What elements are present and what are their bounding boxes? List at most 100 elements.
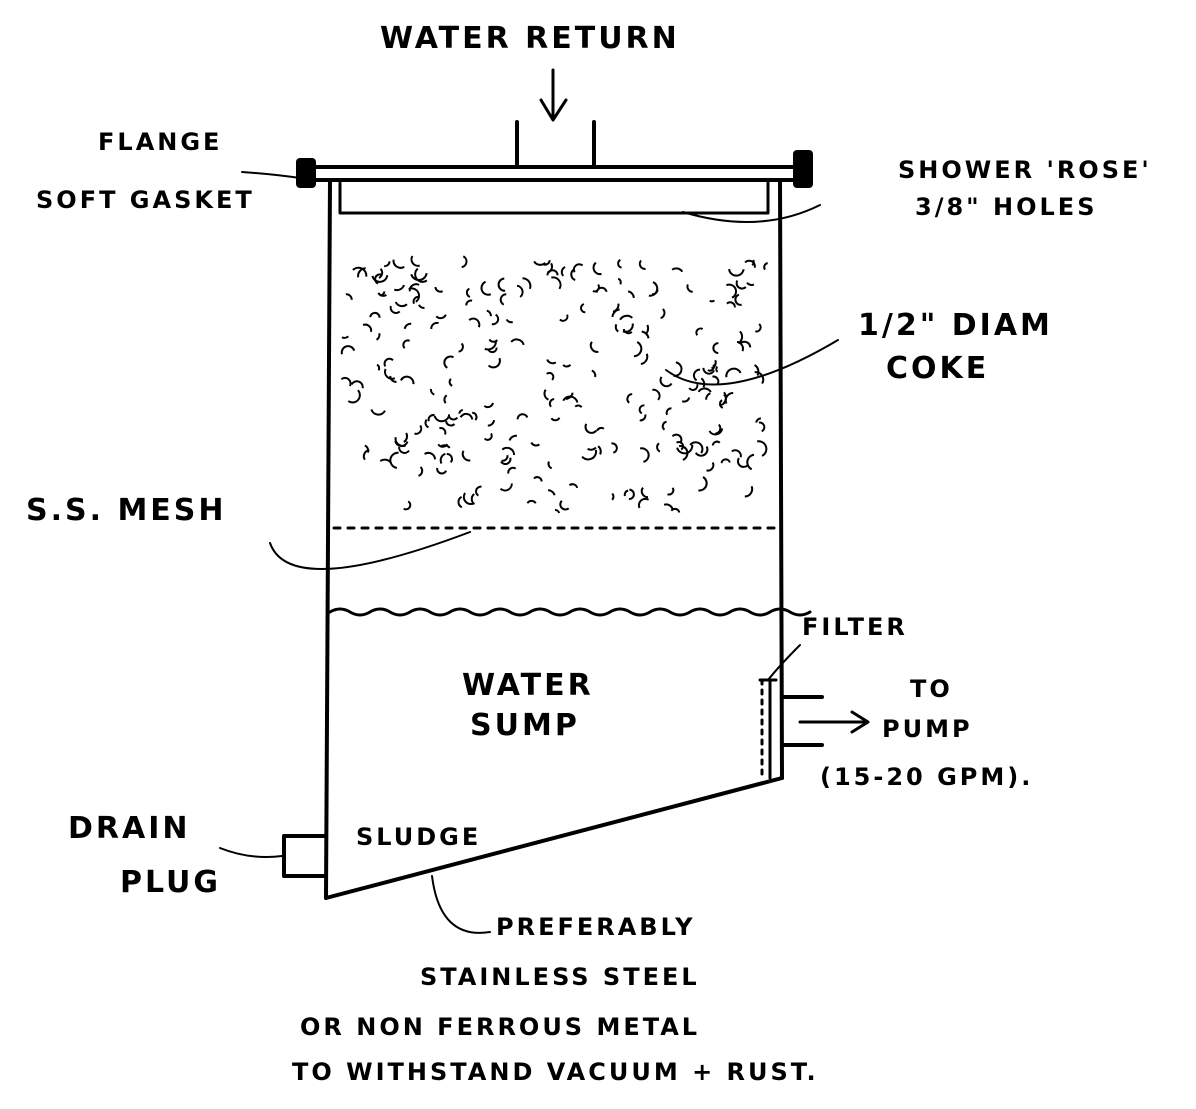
coke-pebble bbox=[554, 509, 561, 514]
coke-pebble bbox=[440, 444, 451, 449]
coke-pebble bbox=[484, 341, 497, 351]
drain-label: DRAIN bbox=[68, 811, 191, 846]
coke-pebble bbox=[627, 290, 635, 299]
coke-pebble bbox=[352, 266, 368, 277]
coke-pebble bbox=[389, 305, 401, 314]
coke-pebble bbox=[712, 342, 719, 355]
coke-pebble bbox=[371, 274, 389, 283]
left-bolt bbox=[296, 158, 316, 188]
coke-pebble bbox=[709, 299, 716, 303]
coke-pebble bbox=[619, 314, 633, 321]
coke-pebble bbox=[560, 266, 566, 277]
arrow-down-icon bbox=[539, 68, 568, 122]
coke-pebble bbox=[584, 423, 598, 434]
coke-pebble bbox=[551, 276, 562, 290]
note-line-3: OR NON FERROUS METAL bbox=[300, 1013, 700, 1041]
outlet-filter bbox=[758, 678, 824, 780]
coke-pebble bbox=[510, 338, 525, 346]
coke-pebble bbox=[399, 375, 415, 385]
coke-pebble bbox=[763, 262, 769, 271]
coke-pebble bbox=[465, 299, 473, 306]
coke-pebble bbox=[458, 409, 464, 414]
coke-pebble bbox=[435, 314, 447, 320]
coke-pebble bbox=[724, 391, 734, 404]
coke-pebble bbox=[508, 434, 518, 441]
arrow-right-icon bbox=[798, 710, 870, 734]
coke-pebble bbox=[694, 446, 709, 457]
coke-size-label: 1/2" DIAM bbox=[858, 308, 1053, 343]
coke-pebble bbox=[706, 462, 715, 472]
coke-pebble bbox=[443, 394, 448, 404]
coke-pebble bbox=[542, 259, 551, 266]
coke-pebble bbox=[434, 286, 444, 293]
coke-pebble bbox=[622, 323, 634, 333]
coke-pebble bbox=[711, 359, 717, 370]
coke-pebble bbox=[692, 368, 701, 382]
coke-pebble bbox=[446, 453, 453, 463]
coke-pebble bbox=[671, 267, 684, 273]
coke-pebble bbox=[384, 368, 396, 380]
coke-pebble bbox=[757, 440, 768, 457]
coke-pebble bbox=[638, 259, 646, 270]
coke-pebble bbox=[728, 268, 745, 277]
coke-pebble bbox=[403, 500, 412, 511]
coke-pebble bbox=[433, 415, 450, 423]
coke-pebble bbox=[731, 449, 742, 458]
coke-pebble bbox=[572, 263, 584, 273]
coke-pebble bbox=[678, 445, 689, 461]
coke-pebble bbox=[659, 376, 673, 388]
water-return-label: WATER RETURN bbox=[380, 21, 680, 56]
coke-pebble bbox=[581, 449, 598, 461]
coke-pebble bbox=[715, 365, 719, 373]
coke-pebble bbox=[443, 355, 455, 369]
coke-pebble bbox=[389, 451, 399, 469]
coke-pebble bbox=[652, 388, 661, 401]
coke-pebble bbox=[568, 483, 579, 489]
coke-bed bbox=[340, 255, 769, 514]
leader-lines bbox=[219, 171, 839, 934]
coke-pebble bbox=[617, 259, 622, 269]
coke-pebble bbox=[622, 328, 633, 335]
coke-pebble bbox=[705, 392, 711, 400]
coke-pebble bbox=[665, 407, 672, 416]
note-line-2: STAINLESS STEEL bbox=[420, 963, 700, 991]
coke-pebble bbox=[410, 272, 428, 282]
coke-pebble bbox=[362, 323, 373, 332]
coke-pebble bbox=[755, 323, 762, 333]
coke-pebble bbox=[345, 293, 353, 300]
ss-mesh-label: S.S. MESH bbox=[26, 493, 227, 528]
coke-pebble bbox=[488, 338, 498, 343]
coke-pebble bbox=[648, 281, 659, 297]
coke-pebble bbox=[735, 280, 747, 290]
coke-pebble bbox=[744, 259, 756, 268]
coke-pebble bbox=[402, 339, 411, 349]
water-sump-label-1: WATER bbox=[462, 668, 594, 703]
coke-pebble bbox=[410, 255, 420, 267]
coke-pebble bbox=[597, 445, 602, 455]
coke-pebble bbox=[663, 503, 674, 511]
coke-pebble bbox=[623, 489, 629, 497]
coke-pebble bbox=[379, 458, 392, 464]
coke-pebble bbox=[753, 364, 760, 376]
coke-pebble bbox=[667, 487, 675, 496]
coke-pebble bbox=[611, 492, 615, 501]
coke-pebble bbox=[695, 327, 704, 336]
coke-pebble bbox=[470, 493, 476, 506]
coke-pebble bbox=[429, 388, 435, 396]
drain-plug bbox=[282, 834, 328, 878]
coke-pebble bbox=[546, 269, 559, 276]
coke-pebble bbox=[505, 318, 513, 324]
coke-pebble bbox=[574, 404, 583, 408]
coke-pebble bbox=[439, 452, 446, 464]
coke-pebble bbox=[394, 440, 409, 447]
coke-pebble bbox=[459, 412, 474, 420]
coke-pebble bbox=[472, 411, 478, 421]
coke-pebble bbox=[546, 359, 557, 365]
coke-pebble bbox=[638, 404, 645, 415]
coke-pebble bbox=[533, 260, 546, 266]
coke-pebble bbox=[734, 293, 742, 306]
flange-label: FLANGE bbox=[98, 128, 222, 156]
coke-pebble bbox=[448, 378, 453, 387]
coke-pebble bbox=[559, 500, 570, 511]
coke-pebble bbox=[611, 442, 618, 454]
